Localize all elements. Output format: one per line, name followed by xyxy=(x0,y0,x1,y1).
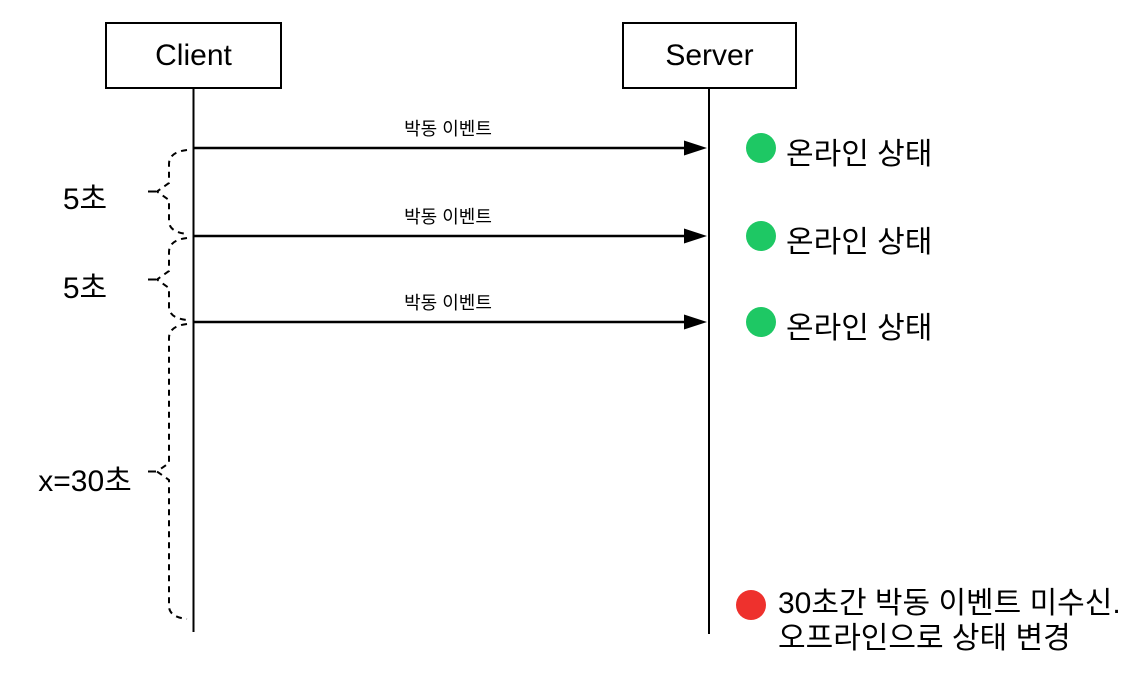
interval-brace xyxy=(155,237,188,321)
message-label: 박동 이벤트 xyxy=(404,293,492,313)
online-status-label: 온라인 상태 xyxy=(786,226,933,259)
interval-brace xyxy=(155,323,188,620)
online-status-label: 온라인 상태 xyxy=(786,138,933,171)
online-status-icon xyxy=(746,133,776,163)
message-label: 박동 이벤트 xyxy=(404,207,492,227)
interval-label: 5초 xyxy=(62,183,108,216)
offline-status-line2: 오프라인으로 상태 변경 xyxy=(778,622,1071,655)
interval-label: 5초 xyxy=(62,272,108,305)
actor-box-server: Server xyxy=(622,22,797,89)
offline-status-line1: 30초간 박동 이벤트 미수신. xyxy=(778,587,1121,620)
arrowhead-icon xyxy=(684,140,707,156)
online-status-icon xyxy=(746,221,776,251)
actor-server-label: Server xyxy=(665,38,754,72)
arrowhead-icon xyxy=(684,314,707,330)
interval-label: x=30초 xyxy=(38,465,132,498)
online-status-icon xyxy=(746,307,776,337)
interval-brace xyxy=(155,149,188,235)
offline-status-icon xyxy=(736,590,766,620)
arrowhead-icon xyxy=(684,228,707,244)
actor-box-client: Client xyxy=(105,22,282,89)
online-status-label: 온라인 상태 xyxy=(786,312,933,345)
offline-status-label: 30초간 박동 이벤트 미수신. 오프라인으로 상태 변경 xyxy=(778,586,1121,656)
message-label: 박동 이벤트 xyxy=(404,119,492,139)
actor-client-label: Client xyxy=(155,38,232,72)
